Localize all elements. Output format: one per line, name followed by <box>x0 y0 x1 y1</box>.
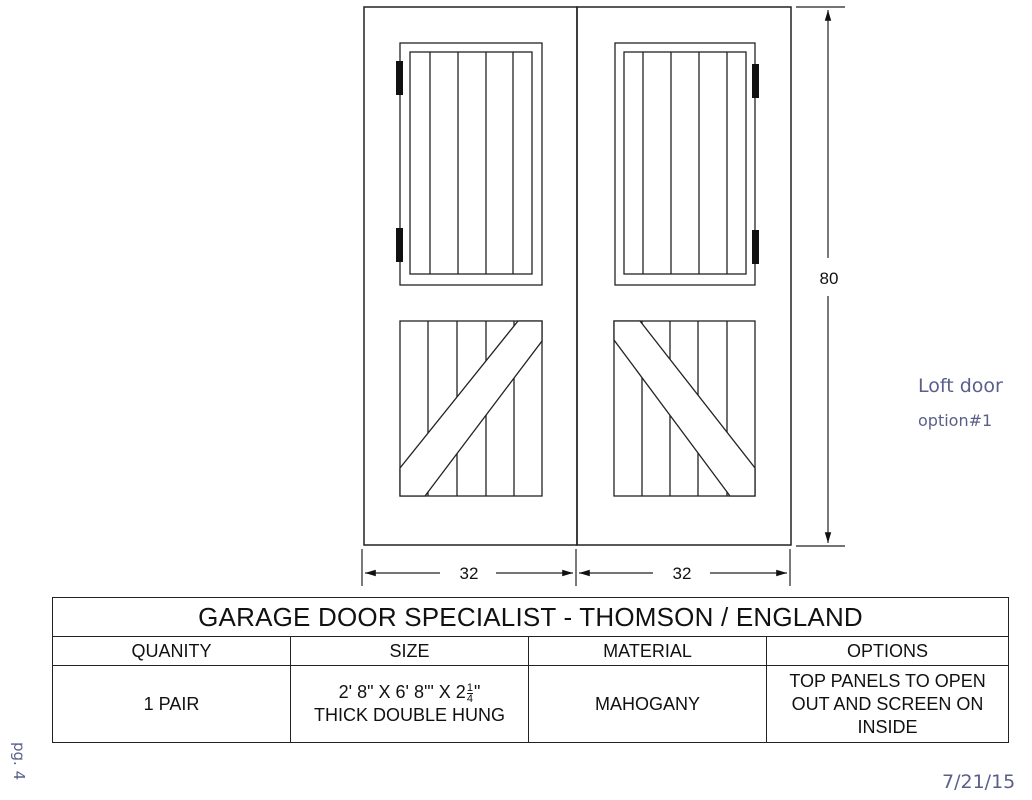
left-upper-panel <box>399 42 543 286</box>
cell-options: TOP PANELS TO OPEN OUT AND SCREEN ON INS… <box>765 665 1010 743</box>
right-lower-panel <box>613 320 756 497</box>
hinge-icon <box>752 64 759 98</box>
spec-table: GARAGE DOOR SPECIALIST - THOMSON / ENGLA… <box>51 597 1010 743</box>
fraction-numerator: 1 <box>466 681 473 694</box>
option-note: option#1 <box>918 411 992 430</box>
size-suffix: " <box>473 682 481 702</box>
page-number-note: pg. 4 <box>10 742 28 780</box>
header-quantity: QUANITY <box>52 636 291 666</box>
right-door-outline <box>576 6 792 546</box>
size-text: 2' 8" X 6' 8'" X 2 <box>338 682 466 702</box>
header-size: SIZE <box>290 636 529 666</box>
cell-material: MAHOGANY <box>528 665 767 743</box>
table-title: GARAGE DOOR SPECIALIST - THOMSON / ENGLA… <box>51 597 1010 637</box>
header-options: OPTIONS <box>765 636 1010 666</box>
date-note: 7/21/15 <box>942 771 1015 793</box>
loft-door-note: Loft door <box>918 375 1003 397</box>
fraction-denominator: 4 <box>466 692 473 705</box>
hinge-icon <box>396 61 403 95</box>
hinge-icon <box>752 230 759 264</box>
header-material: MATERIAL <box>528 636 767 666</box>
height-dimension: 80 <box>820 269 839 288</box>
hinge-icon <box>396 228 403 262</box>
left-width-dimension: 32 <box>460 564 479 583</box>
size-line2: THICK DOUBLE HUNG <box>313 705 506 725</box>
right-width-dimension: 32 <box>673 564 692 583</box>
left-door-outline <box>363 6 578 546</box>
cell-quantity: 1 PAIR <box>52 665 291 743</box>
right-upper-panel <box>614 42 756 286</box>
left-lower-panel <box>399 320 543 497</box>
